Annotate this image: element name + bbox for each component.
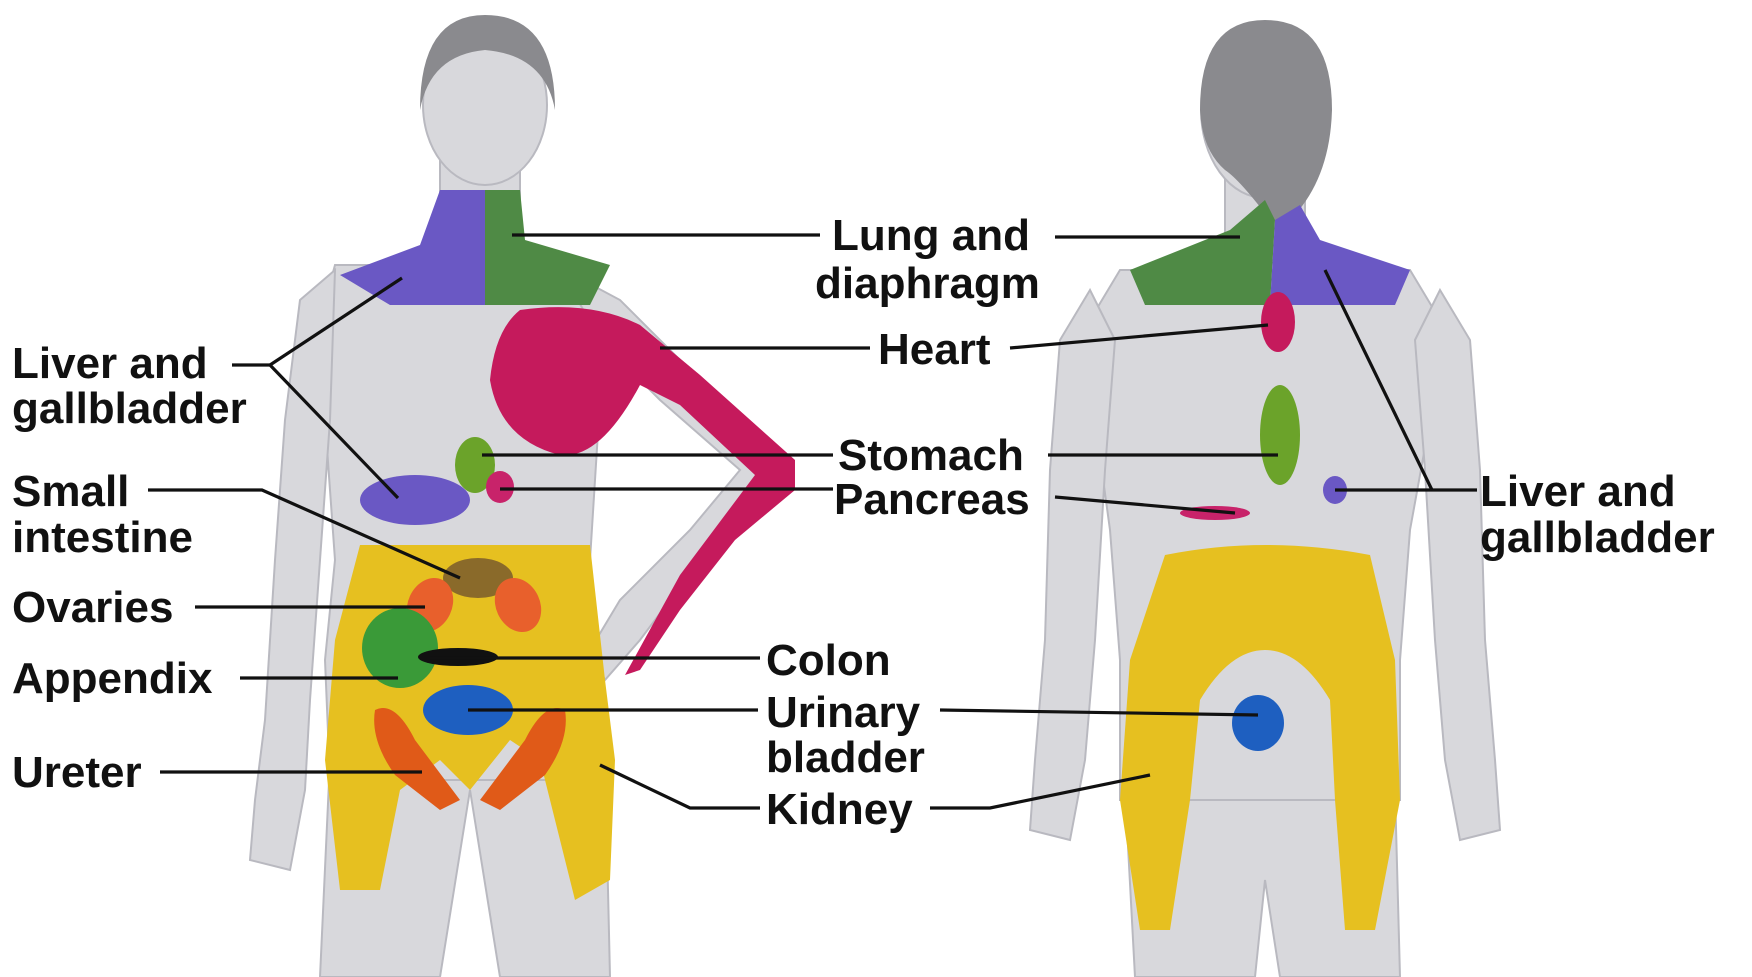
label-stomach: Stomach [838, 431, 1024, 480]
label-pancreas: Pancreas [834, 475, 1030, 524]
label-lung-line2: diaphragm [815, 259, 1040, 308]
label-kidney: Kidney [766, 785, 913, 834]
front-zone-liver [360, 475, 470, 525]
front-pain-zones [325, 190, 795, 900]
label-lung-line1: Lung and [832, 211, 1030, 260]
label-urinary-line1: Urinary [766, 688, 921, 737]
label-ureter: Ureter [12, 748, 142, 797]
label-ovaries: Ovaries [12, 583, 173, 632]
leader-kidney-front [600, 765, 760, 808]
back-hair [1200, 20, 1332, 220]
label-liver-right-line1: Liver and [1480, 467, 1676, 516]
front-zone-lung [485, 190, 610, 305]
label-colon: Colon [766, 636, 891, 685]
front-arm-left [250, 270, 335, 870]
front-body-figure [250, 15, 790, 977]
label-urinary-line2: bladder [766, 733, 925, 782]
label-appendix: Appendix [12, 654, 213, 703]
front-zone-appendix [362, 608, 438, 688]
label-small-intestine-line1: Small [12, 467, 129, 516]
back-zone-heart [1261, 292, 1295, 352]
back-body-figure [1030, 20, 1500, 977]
front-zone-liver-shoulder [340, 190, 485, 305]
back-zone-urinary-bladder [1232, 695, 1284, 751]
label-liver-right-line2: gallbladder [1480, 513, 1715, 562]
back-zone-lung [1130, 200, 1275, 305]
label-liver-left-line2: gallbladder [12, 384, 247, 433]
label-small-intestine-line2: intestine [12, 513, 193, 562]
back-zone-stomach [1260, 385, 1300, 485]
front-zone-pancreas [486, 471, 514, 503]
back-arm-left [1030, 290, 1115, 840]
label-heart: Heart [878, 325, 991, 374]
label-liver-left-line1: Liver and [12, 339, 208, 388]
back-arm-right [1415, 290, 1500, 840]
back-zone-liver-shoulder [1270, 205, 1410, 305]
